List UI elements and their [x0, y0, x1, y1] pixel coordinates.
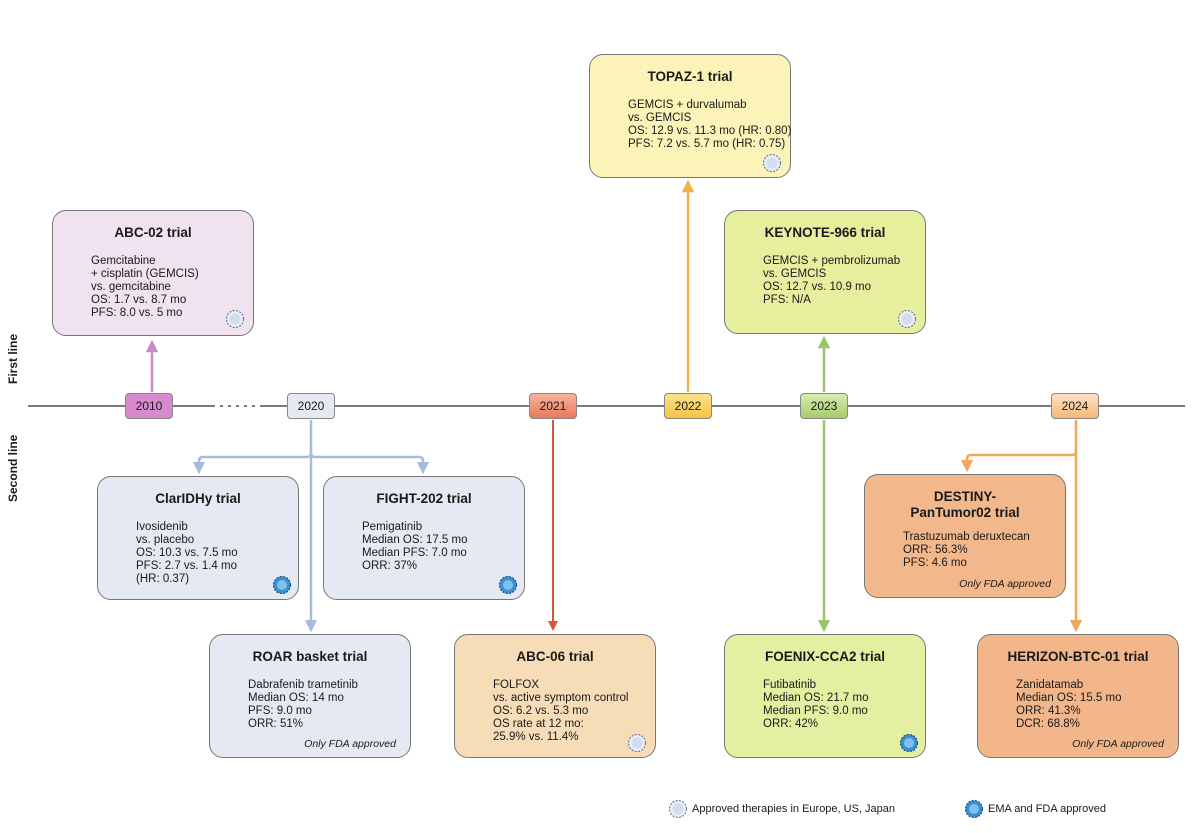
keynote966-line: vs. GEMCIS — [763, 268, 827, 280]
year-2010: 2010 — [125, 393, 173, 419]
destiny-line: Trastuzumab deruxtecan — [903, 531, 1030, 543]
year-2020: 2020 — [287, 393, 335, 419]
approved-eu-us-japan-icon — [762, 153, 782, 173]
approved-eu-us-japan-icon — [225, 309, 245, 329]
legend-ema-fda-label: EMA and FDA approved — [988, 803, 1107, 815]
claridhy-line: (HR: 0.37) — [136, 573, 190, 585]
foenix-line: Median PFS: 9.0 mo — [763, 705, 868, 717]
herizon-line: ORR: 41.3% — [1016, 705, 1081, 717]
year-2022: 2022 — [664, 393, 712, 419]
topaz1-trial-card: TOPAZ-1 trial GEMCIS + durvalumab vs. GE… — [589, 54, 791, 178]
legend-approved-eu-us-japan: Approved therapies in Europe, US, Japan — [668, 799, 895, 819]
foenix-line: Median OS: 21.7 mo — [763, 692, 869, 704]
first-line-label: First line — [6, 333, 20, 384]
arrow-2020-fight202 — [309, 452, 430, 475]
roar-line: Dabrafenib trametinib — [248, 679, 358, 691]
abc06-line: vs. active symptom control — [493, 692, 629, 704]
destiny-line: ORR: 56.3% — [903, 544, 968, 556]
abc02-line: PFS: 8.0 vs. 5 mo — [91, 307, 183, 319]
fight202-title: FIGHT-202 trial — [376, 491, 472, 506]
keynote966-line: GEMCIS + pembrolizumab — [763, 255, 901, 267]
claridhy-line: PFS: 2.7 vs. 1.4 mo — [136, 560, 237, 572]
abc06-trial-card: ABC-06 trial FOLFOX vs. active symptom c… — [454, 634, 656, 758]
roar-line: PFS: 9.0 mo — [248, 705, 312, 717]
roar-line: ORR: 51% — [248, 718, 303, 730]
topaz1-line: GEMCIS + durvalumab — [628, 99, 747, 111]
claridhy-line: OS: 10.3 vs. 7.5 mo — [136, 547, 238, 559]
year-2024: 2024 — [1051, 393, 1099, 419]
destiny-trial-card: DESTINY- PanTumor02 trial Trastuzumab de… — [864, 474, 1066, 598]
claridhy-title: ClarIDHy trial — [155, 491, 241, 506]
fight202-line: Median PFS: 7.0 mo — [362, 547, 467, 559]
destiny-line: PFS: 4.6 mo — [903, 557, 967, 569]
herizon-trial-card: HERIZON-BTC-01 trial Zanidatamab Median … — [977, 634, 1179, 758]
topaz1-line: OS: 12.9 vs. 11.3 mo (HR: 0.80) — [628, 125, 792, 137]
legend-ema-fda: EMA and FDA approved — [964, 799, 1106, 819]
ema-fda-approved-icon — [899, 733, 919, 753]
claridhy-line: Ivosidenib — [136, 521, 188, 533]
ema-fda-approved-icon — [498, 575, 518, 595]
abc06-line: OS: 6.2 vs. 5.3 mo — [493, 705, 589, 717]
herizon-title: HERIZON-BTC-01 trial — [1007, 649, 1149, 664]
roar-line: Median OS: 14 mo — [248, 692, 344, 704]
legend-approved-eu-us-japan-label: Approved therapies in Europe, US, Japan — [692, 803, 896, 815]
ema-fda-approved-icon — [272, 575, 292, 595]
fight202-trial-card: FIGHT-202 trial Pemigatinib Median OS: 1… — [323, 476, 525, 600]
herizon-line: DCR: 68.8% — [1016, 718, 1080, 730]
destiny-title: DESTINY- PanTumor02 trial — [910, 489, 1020, 520]
abc06-line: 25.9% vs. 11.4% — [493, 731, 579, 743]
foenix-line: ORR: 42% — [763, 718, 818, 730]
topaz1-line: PFS: 7.2 vs. 5.7 mo (HR: 0.75) — [628, 138, 786, 150]
topaz1-line: vs. GEMCIS — [628, 112, 692, 124]
keynote966-trial-card: KEYNOTE-966 trial GEMCIS + pembrolizumab… — [724, 210, 926, 334]
keynote966-line: PFS: N/A — [763, 294, 811, 306]
foenix-title: FOENIX-CCA2 trial — [764, 649, 886, 664]
abc02-title: ABC-02 trial — [114, 225, 192, 240]
foenix-trial-card: FOENIX-CCA2 trial Futibatinib Median OS:… — [724, 634, 926, 758]
approved-eu-us-japan-icon — [627, 733, 647, 753]
abc02-line: OS: 1.7 vs. 8.7 mo — [91, 294, 187, 306]
second-line-label: Second line — [6, 434, 20, 502]
abc06-title: ABC-06 trial — [516, 649, 594, 664]
herizon-fda-note: Only FDA approved — [1072, 738, 1164, 750]
keynote966-title: KEYNOTE-966 trial — [764, 225, 886, 240]
roar-fda-note: Only FDA approved — [304, 738, 396, 750]
year-2021: 2021 — [529, 393, 577, 419]
roar-title: ROAR basket trial — [252, 649, 368, 664]
approved-eu-us-japan-icon — [668, 799, 688, 819]
abc02-trial-card: ABC-02 trial Gemcitabine + cisplatin (GE… — [52, 210, 254, 336]
approved-eu-us-japan-icon — [897, 309, 917, 329]
arrow-2024-destiny — [960, 420, 1078, 473]
herizon-line: Median OS: 15.5 mo — [1016, 692, 1122, 704]
arrow-2020-claridhy — [192, 420, 313, 475]
abc02-line: vs. gemcitabine — [91, 281, 171, 293]
claridhy-trial-card: ClarIDHy trial Ivosidenib vs. placebo OS… — [97, 476, 299, 600]
roar-trial-card: ROAR basket trial Dabrafenib trametinib … — [209, 634, 411, 758]
abc02-line: + cisplatin (GEMCIS) — [91, 268, 199, 280]
abc02-line: Gemcitabine — [91, 255, 156, 267]
abc06-line: OS rate at 12 mo: — [493, 718, 584, 730]
herizon-line: Zanidatamab — [1016, 679, 1084, 691]
fight202-line: Pemigatinib — [362, 521, 423, 533]
claridhy-line: vs. placebo — [136, 534, 195, 546]
foenix-line: Futibatinib — [763, 679, 817, 691]
abc06-line: FOLFOX — [493, 679, 540, 691]
fight202-line: Median OS: 17.5 mo — [362, 534, 468, 546]
topaz1-title: TOPAZ-1 trial — [647, 69, 733, 84]
destiny-fda-note: Only FDA approved — [959, 578, 1051, 590]
fight202-line: ORR: 37% — [362, 560, 417, 572]
keynote966-line: OS: 12.7 vs. 10.9 mo — [763, 281, 872, 293]
ema-fda-approved-icon — [964, 799, 984, 819]
year-2023: 2023 — [800, 393, 848, 419]
